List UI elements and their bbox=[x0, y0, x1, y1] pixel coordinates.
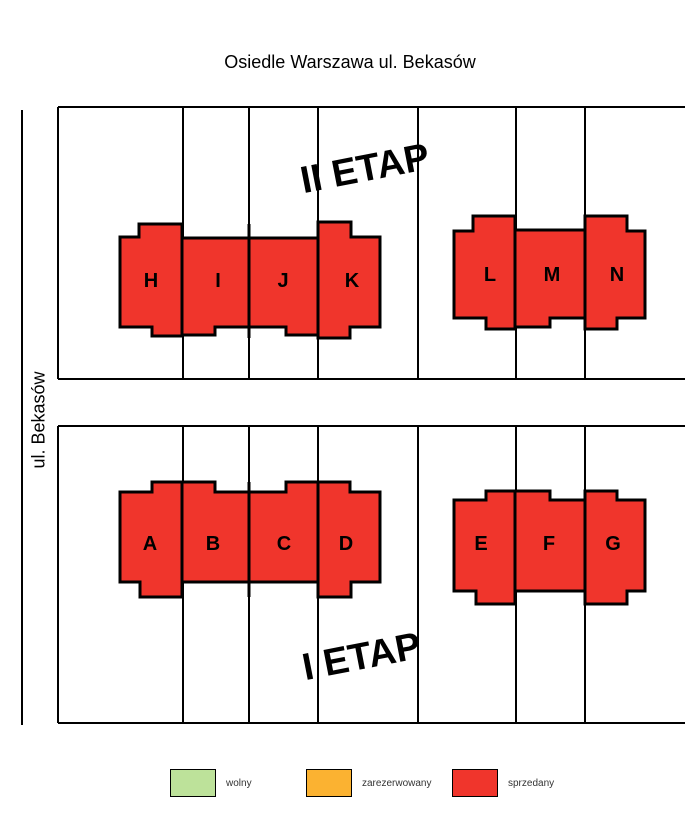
building-label-f: F bbox=[543, 533, 555, 555]
building-label-c: C bbox=[277, 533, 291, 555]
legend-item-wolny: wolny bbox=[170, 768, 252, 798]
building-label-d: D bbox=[339, 533, 353, 555]
building-l[interactable] bbox=[452, 214, 517, 331]
legend-swatch-wolny bbox=[170, 769, 216, 797]
building-a[interactable] bbox=[118, 480, 184, 599]
building-g[interactable] bbox=[583, 489, 647, 606]
legend-label-sprzedany: sprzedany bbox=[508, 777, 555, 789]
building-label-j: J bbox=[277, 270, 288, 292]
building-n[interactable] bbox=[583, 214, 647, 331]
plot-grid bbox=[57, 106, 685, 724]
building-c[interactable] bbox=[247, 480, 320, 584]
building-label-m: M bbox=[544, 264, 561, 286]
building-k[interactable] bbox=[316, 220, 382, 340]
legend-swatch-zarezerwowany bbox=[306, 769, 352, 797]
map-title: Osiedle Warszawa ul. Bekasów bbox=[224, 52, 476, 72]
building-b[interactable] bbox=[180, 480, 251, 584]
building-label-h: H bbox=[144, 270, 158, 292]
legend-swatch-sprzedany bbox=[452, 769, 498, 797]
legend-item-sprzedany: sprzedany bbox=[452, 768, 554, 798]
building-label-g: G bbox=[605, 533, 621, 555]
building-e[interactable] bbox=[452, 489, 517, 606]
building-label-i: I bbox=[215, 270, 221, 292]
building-label-k: K bbox=[345, 270, 360, 292]
building-label-e: E bbox=[474, 533, 487, 555]
building-d[interactable] bbox=[316, 480, 382, 599]
legend-label-zarezerwowany: zarezerwowany bbox=[362, 777, 432, 789]
legend-label-wolny: wolny bbox=[226, 777, 252, 789]
building-label-b: B bbox=[206, 533, 220, 555]
street-line bbox=[21, 110, 23, 725]
building-label-l: L bbox=[484, 264, 496, 286]
buildings-layer: A B C D E F G H I J K L M N bbox=[118, 214, 647, 606]
site-plan: A B C D E F G H I J K L M N bbox=[57, 106, 685, 724]
legend-item-zarezerwowany: zarezerwowany bbox=[306, 768, 431, 798]
building-label-a: A bbox=[143, 533, 157, 555]
building-label-n: N bbox=[610, 264, 624, 286]
